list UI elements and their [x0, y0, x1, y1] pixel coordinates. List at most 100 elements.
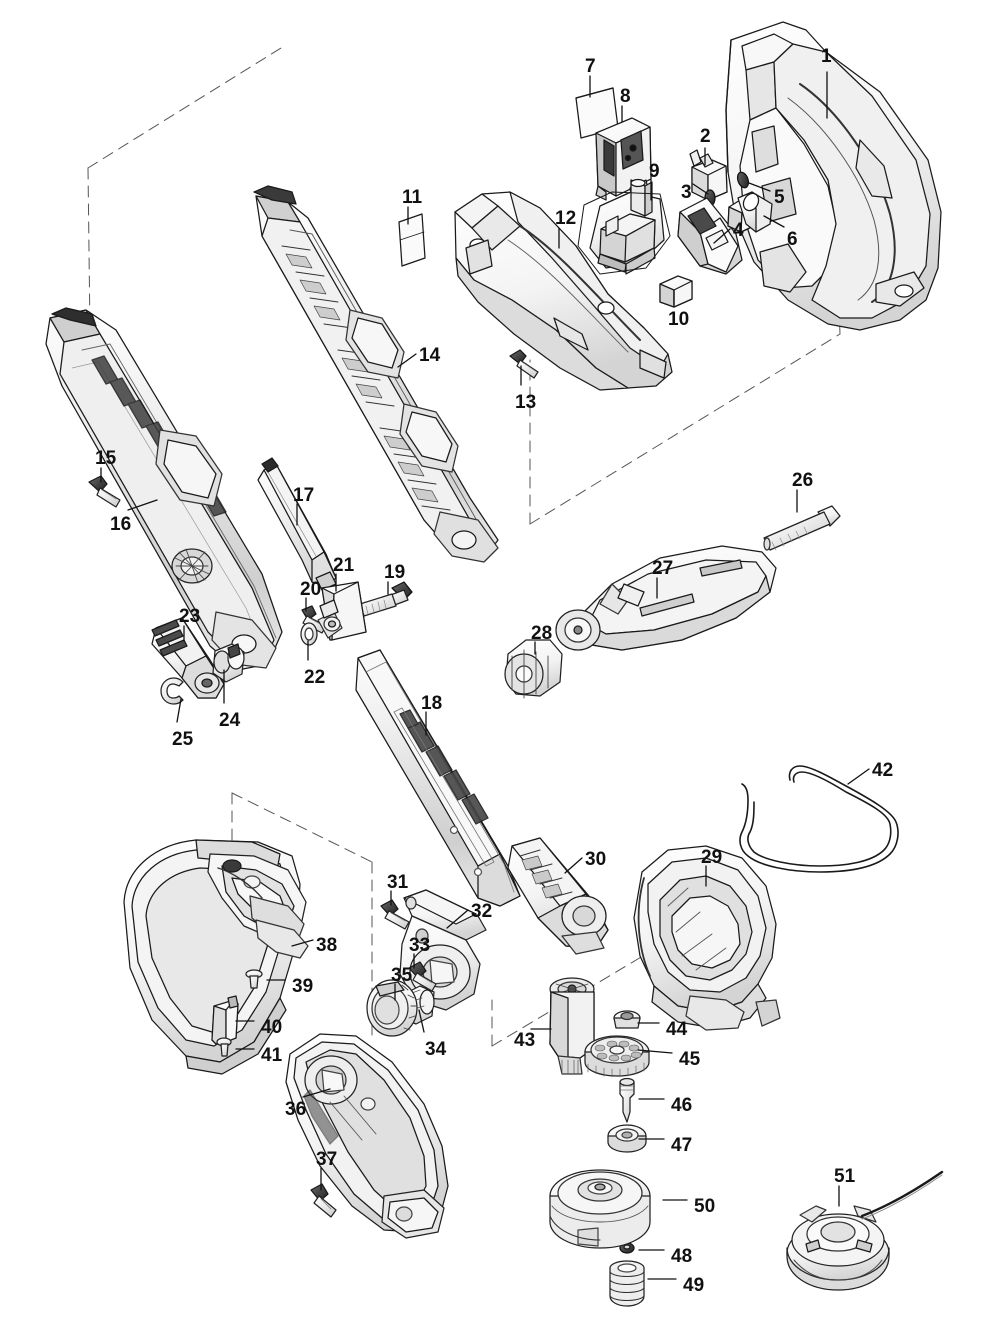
- callout-16-shaft-outer-tube: 16: [110, 514, 132, 535]
- part-13-tapping-screw: [509, 349, 539, 379]
- part-18-main-shaft-pipe: [355, 649, 521, 907]
- part-38-protector-guard: [123, 839, 309, 1075]
- leader-line-16: [127, 499, 158, 511]
- callout-42-wire-bail-guard: 42: [872, 760, 894, 781]
- callout-39-guard-screw: 39: [292, 976, 314, 997]
- part-19-hex-socket-bolt: [359, 581, 413, 617]
- callout-26-long-hex-bolt: 26: [792, 470, 814, 491]
- leader-line-3: [692, 183, 709, 195]
- callout-24-bushing: 24: [219, 710, 241, 731]
- part-15-pan-head-screw: [88, 475, 121, 508]
- callout-19-hex-socket-bolt: 19: [384, 562, 406, 583]
- callout-4-slide-switch-lever: 4: [733, 220, 744, 241]
- callout-46-spindle-shaft: 46: [671, 1095, 693, 1116]
- leader-line-32: [446, 909, 469, 929]
- callout-9-battery-terminal: 9: [649, 161, 660, 182]
- part-35-gear-case-cover: [366, 979, 418, 1037]
- callout-29-rear-handle-housing: 29: [701, 847, 723, 868]
- callout-30-shaft-coupling: 30: [585, 849, 607, 870]
- callout-28-grip-knob: 28: [531, 623, 553, 644]
- callout-43-dc-motor: 43: [514, 1030, 536, 1051]
- callout-32-guard-bracket: 32: [471, 901, 493, 922]
- callout-48-eyelet: 48: [671, 1246, 693, 1267]
- part-9-outline-hex: [577, 191, 671, 275]
- leader-line-45: [637, 1049, 673, 1054]
- callout-33-set-screw: 33: [409, 935, 431, 956]
- part-43-dc-motor: [549, 977, 595, 1075]
- knurled-collar-16: [171, 548, 213, 584]
- callout-18-main-shaft-pipe: 18: [421, 693, 443, 714]
- callout-14-shaft-inner-assembly: 14: [419, 345, 441, 366]
- callout-8-controller-circuit-board: 8: [620, 86, 631, 107]
- callout-38-protector-guard: 38: [316, 935, 338, 956]
- part-1-motor-housing-right: [725, 21, 942, 331]
- callout-35-gear-case-cover: 35: [391, 965, 413, 986]
- part-45-cooling-fan: [584, 1035, 650, 1078]
- callout-34-collar-sleeve: 34: [425, 1039, 447, 1060]
- part-21-clamp-block: [317, 581, 367, 641]
- part-39-guard-screw: [245, 969, 263, 989]
- callout-5-spring-pin: 5: [774, 187, 785, 208]
- part-31-machine-screw: [380, 899, 410, 930]
- callout-25-e-ring: 25: [172, 729, 194, 750]
- lever-grip-ridges: [151, 619, 188, 657]
- part-40-line-cutter-blade: [211, 995, 239, 1045]
- leader-line-42: [847, 768, 870, 785]
- callout-40-line-cutter-blade: 40: [261, 1017, 283, 1038]
- part-25-e-ring: [160, 677, 184, 705]
- part-42-wire-bail-guard: [739, 765, 899, 873]
- callout-47-ball-bearing: 47: [671, 1135, 693, 1156]
- part-26-long-hex-bolt: [763, 505, 841, 551]
- callout-22-flat-washer: 22: [304, 667, 326, 688]
- leader-line-4: [713, 228, 731, 244]
- leader-lines: [100, 71, 870, 1280]
- callout-1-motor-housing-right-half: 1: [821, 46, 832, 67]
- callout-15-pan-head-screw: 15: [95, 448, 117, 469]
- leader-line-30: [564, 857, 583, 874]
- part-10-rubber-cushion: [659, 275, 693, 308]
- callout-12-motor-housing-left-half: 12: [555, 208, 577, 229]
- leader-line-34: [418, 1009, 425, 1033]
- leader-line-5: [748, 182, 771, 192]
- part-22-flat-washer: [300, 622, 318, 646]
- callout-20-pan-head-screw-small: 20: [300, 579, 322, 600]
- part-5-spring-pin: [736, 171, 750, 189]
- callout-6-lock-off-button: 6: [787, 229, 798, 250]
- callout-49-compression-spring: 49: [683, 1275, 705, 1296]
- part-29-rear-handle-housing: [633, 845, 781, 1031]
- part-46-spindle-shaft: [619, 1077, 635, 1123]
- part-27-auxiliary-grip-handle: [555, 545, 777, 651]
- leader-line-6: [763, 215, 785, 228]
- part-33-set-screw: [408, 961, 437, 992]
- callout-50-bump-knob-housing: 50: [694, 1196, 716, 1217]
- part-4-slide-switch-lever: [677, 197, 743, 275]
- leader-line-38: [291, 939, 314, 947]
- callout-17-connecting-rod: 17: [293, 485, 315, 506]
- callout-13-tapping-screw: 13: [515, 392, 537, 413]
- part-28-grip-knob: [504, 639, 563, 699]
- leader-line-14: [397, 353, 417, 368]
- part-36-gear-housing-assembly: [285, 1033, 449, 1239]
- callout-41-blade-screw: 41: [261, 1045, 283, 1066]
- callout-31-machine-screw: 31: [387, 872, 409, 893]
- callout-27-auxiliary-grip-handle: 27: [652, 558, 674, 579]
- part-14-inner-shaft-assembly: [253, 185, 499, 563]
- leader-line-36: [302, 1088, 331, 1098]
- part-12-motor-housing-left: [454, 191, 673, 391]
- callout-7-name-plate: 7: [585, 56, 596, 77]
- callout-44-motor-bearing: 44: [666, 1019, 688, 1040]
- callout-45-cooling-fan: 45: [679, 1049, 701, 1070]
- leader-line-25: [176, 698, 182, 723]
- part-37-tapping-screw-long: [310, 1183, 337, 1218]
- part-8-controller-board: [595, 117, 652, 201]
- part-23-clamp-lever: [151, 617, 225, 699]
- callout-21-clamp-block: 21: [333, 555, 355, 576]
- part-30-shaft-coupling: [507, 837, 609, 955]
- callout-10-rubber-cushion: 10: [668, 309, 690, 330]
- callout-36-gear-housing-assembly: 36: [285, 1099, 307, 1120]
- callout-23-clamp-lever: 23: [179, 606, 201, 627]
- part-50-bump-knob-housing: [549, 1169, 651, 1249]
- part-49-compression-spring: [609, 1260, 645, 1307]
